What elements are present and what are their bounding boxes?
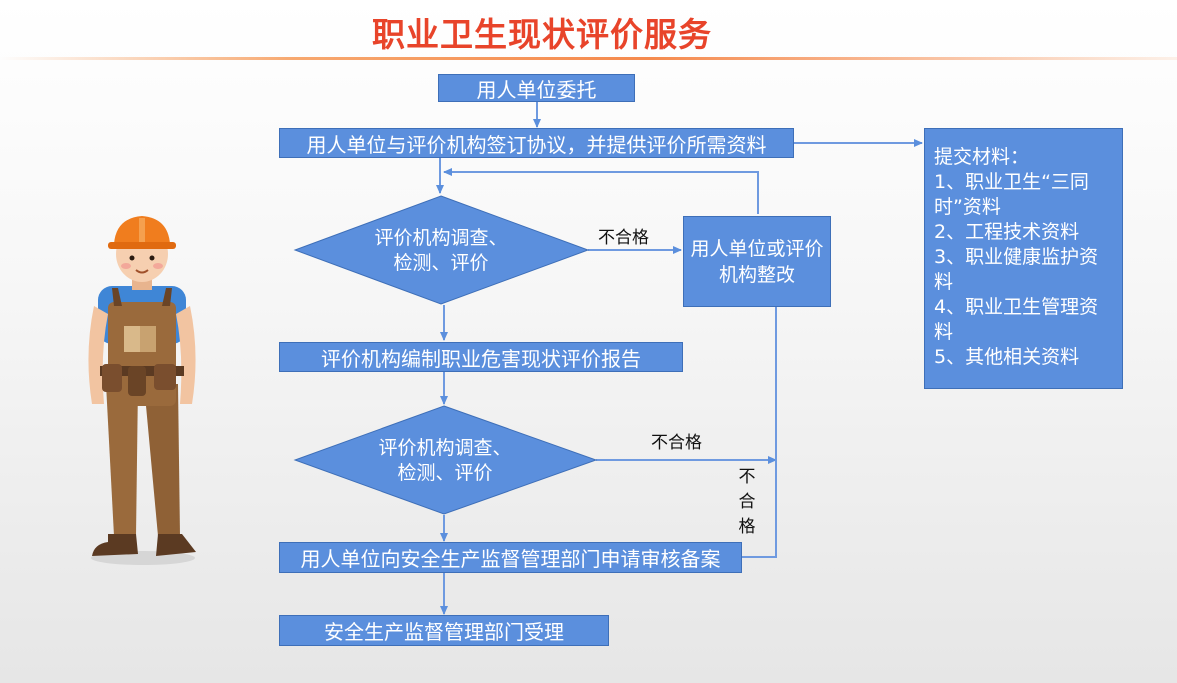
materials-heading: 提交材料： [934,146,1030,168]
step-write-report: 评价机构编制职业危害现状评价报告 [279,342,683,372]
step-sign-agreement: 用人单位与评价机构签订协议，并提供评价所需资料 [279,128,794,158]
materials-panel: 提交材料： 1、职业卫生“三同时”资料 2、工程技术资料 3、职业健康监护资料 … [924,128,1123,389]
step-accepted: 安全生产监督管理部门受理 [279,615,609,646]
materials-item: 1、职业卫生“三同时”资料 [934,171,1089,218]
decision-1-label: 评价机构调查、检测、评价 [374,227,508,274]
arrow-s4-loop [742,307,777,558]
decision-diamond-2 [293,405,598,515]
arrow-fix-return [443,168,759,214]
decision-diamond-1 [293,195,590,305]
title-divider [0,57,1177,60]
fail-label-3: 不合格 [738,467,756,537]
step-entrust: 用人单位委托 [438,74,635,102]
materials-item: 5、其他相关资料 [934,346,1080,368]
decision-2-label: 评价机构调查、检测、评价 [378,437,512,484]
materials-item: 2、工程技术资料 [934,221,1080,243]
page-title: 职业卫生现状评价服务 [372,15,712,54]
materials-item: 3、职业健康监护资料 [934,246,1099,293]
materials-item: 4、职业卫生管理资料 [934,296,1099,343]
worker-illustration [88,216,196,565]
step-rectify: 用人单位或评价机构整改 [683,216,831,307]
step-apply-filing: 用人单位向安全生产监督管理部门申请审核备案 [279,542,742,573]
fail-label-2: 不合格 [651,433,702,453]
fail-label-1: 不合格 [598,228,649,248]
